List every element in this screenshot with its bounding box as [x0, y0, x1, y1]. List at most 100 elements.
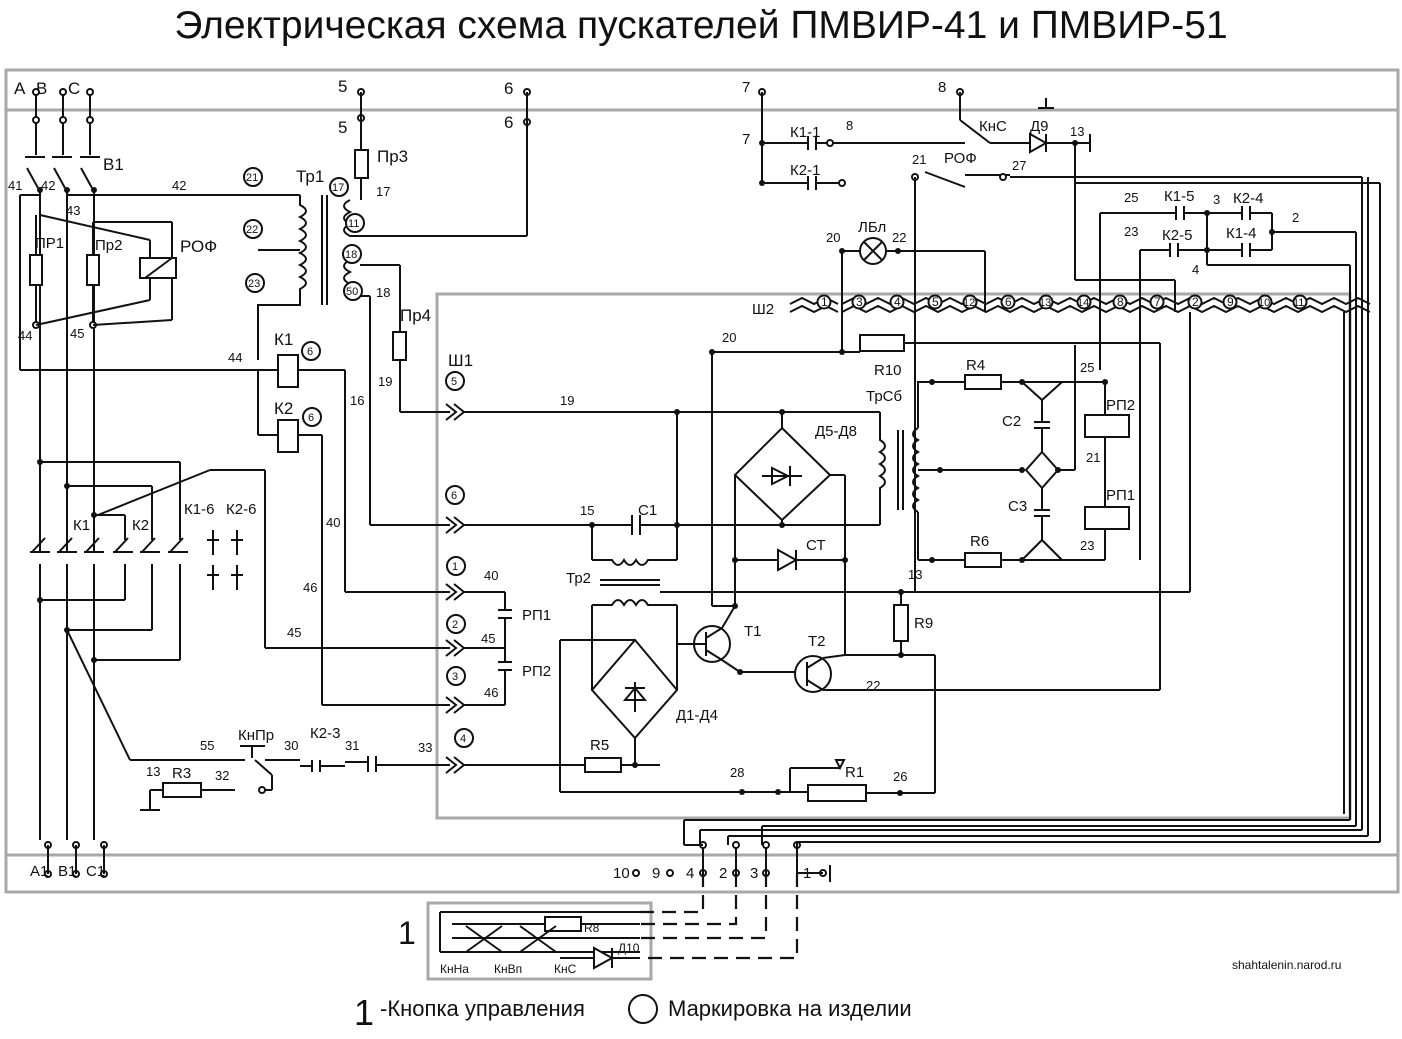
svg-text:23: 23 [1124, 224, 1138, 239]
svg-text:7: 7 [742, 131, 750, 148]
svg-text:К1-4: К1-4 [1226, 225, 1256, 242]
svg-text:Д10: Д10 [618, 941, 640, 955]
svg-text:9: 9 [1227, 295, 1234, 309]
svg-text:A1: A1 [30, 863, 48, 880]
rof-label: РОФ [180, 237, 217, 256]
svg-text:К1: К1 [274, 330, 293, 349]
svg-text:17: 17 [332, 182, 344, 194]
svg-text:К2-1: К2-1 [790, 162, 820, 179]
svg-text:Пр2: Пр2 [95, 237, 122, 254]
svg-text:46: 46 [484, 685, 498, 700]
svg-text:50: 50 [346, 286, 358, 298]
svg-text:40: 40 [326, 515, 340, 530]
svg-text:Т1: Т1 [744, 623, 762, 640]
svg-text:К1-6: К1-6 [184, 501, 214, 518]
svg-text:С1: С1 [638, 502, 657, 519]
svg-text:Пр4: Пр4 [400, 306, 431, 325]
svg-text:23: 23 [1080, 538, 1094, 553]
svg-text:5: 5 [932, 295, 939, 309]
svg-text:6: 6 [1005, 295, 1012, 309]
svg-text:К2: К2 [132, 517, 149, 534]
svg-text:13: 13 [1039, 297, 1051, 309]
svg-text:46: 46 [303, 580, 317, 595]
svg-text:4: 4 [1192, 262, 1199, 277]
svg-text:К2-5: К2-5 [1162, 227, 1192, 244]
svg-text:21: 21 [1086, 450, 1100, 465]
svg-text:ТрСб: ТрСб [866, 388, 902, 405]
svg-text:3: 3 [452, 671, 458, 683]
svg-text:8: 8 [846, 118, 853, 133]
svg-text:Д9: Д9 [1030, 118, 1049, 135]
svg-text:6: 6 [504, 113, 513, 132]
phase-a-label: A [14, 79, 26, 98]
svg-text:КнС: КнС [979, 118, 1007, 135]
svg-text:Д5-Д8: Д5-Д8 [815, 423, 857, 440]
svg-text:C1: C1 [86, 863, 105, 880]
bottom-terminals: 10 9 4 2 3 1 [613, 820, 831, 960]
svg-text:6: 6 [308, 412, 314, 424]
svg-text:4: 4 [686, 865, 694, 882]
svg-text:2: 2 [1192, 295, 1199, 309]
enclosure-frame [4, 68, 1400, 894]
svg-text:19: 19 [378, 374, 392, 389]
button-block-frame [426, 901, 653, 981]
svg-text:30: 30 [284, 738, 298, 753]
svg-text:К2-6: К2-6 [226, 501, 256, 518]
svg-text:R3: R3 [172, 765, 191, 782]
svg-text:26: 26 [893, 769, 907, 784]
svg-text:44: 44 [18, 328, 32, 343]
svg-text:13: 13 [146, 764, 160, 779]
svg-text:R6: R6 [970, 533, 989, 550]
svg-text:КнС: КнС [554, 962, 577, 976]
website-credit: shahtalenin.narod.ru [1232, 958, 1342, 972]
connector-sh1: Ш1 5 6 1 2 3 4 19 40 45 46 РП1 РП2 [445, 351, 880, 774]
svg-text:18: 18 [345, 249, 357, 261]
svg-text:33: 33 [418, 740, 432, 755]
svg-text:2: 2 [452, 619, 458, 631]
svg-text:40: 40 [484, 568, 498, 583]
svg-text:К2-3: К2-3 [310, 725, 340, 742]
svg-text:2: 2 [719, 865, 727, 882]
svg-text:РП2: РП2 [1106, 397, 1135, 414]
svg-text:19: 19 [560, 393, 574, 408]
svg-text:14: 14 [1077, 297, 1089, 309]
svg-text:9: 9 [652, 865, 660, 882]
svg-text:3: 3 [1213, 192, 1220, 207]
svg-text:18: 18 [376, 285, 390, 300]
svg-text:2: 2 [1292, 210, 1299, 225]
svg-text:22: 22 [892, 230, 906, 245]
svg-text:5: 5 [338, 77, 347, 96]
svg-text:РОФ: РОФ [944, 150, 977, 167]
legend-button-number: 1 [354, 992, 375, 1033]
svg-text:К1-1: К1-1 [790, 124, 820, 141]
svg-text:25: 25 [1124, 190, 1138, 205]
svg-text:42: 42 [172, 178, 186, 193]
sh2-pin-marks: 1 3 4 5 12 6 13 14 8 7 2 9 10 11 [816, 294, 1308, 310]
svg-text:1: 1 [452, 561, 458, 573]
svg-text:B1: B1 [58, 863, 76, 880]
svg-text:4: 4 [460, 733, 466, 745]
svg-text:К2-4: К2-4 [1233, 190, 1263, 207]
svg-text:43: 43 [66, 203, 80, 218]
svg-text:1: 1 [398, 915, 416, 951]
svg-text:R10: R10 [874, 362, 902, 379]
svg-text:8: 8 [1117, 295, 1124, 309]
svg-text:45: 45 [70, 326, 84, 341]
svg-text:55: 55 [200, 738, 214, 753]
legend-button-text: -Кнопка управления [380, 996, 585, 1021]
svg-text:К2: К2 [274, 399, 293, 418]
contactor-coils: К1 6 К2 6 40 46 [257, 330, 450, 706]
svg-text:Д1-Д4: Д1-Д4 [676, 707, 718, 724]
svg-text:16: 16 [350, 393, 364, 408]
switch-v1-label: В1 [103, 155, 124, 174]
inner-control: 15 С1 Тр2 Д1-Д4 R5 28 [464, 219, 1371, 802]
svg-text:22: 22 [246, 224, 258, 236]
legend-marking-circle-icon [628, 994, 658, 1024]
svg-text:С3: С3 [1008, 498, 1027, 515]
svg-text:С2: С2 [1002, 413, 1021, 430]
svg-text:R9: R9 [914, 615, 933, 632]
svg-text:13: 13 [1070, 124, 1084, 139]
phase-inputs: A B C В1 41 42 43 42 ПР1 Пр2 [8, 79, 300, 540]
svg-text:45: 45 [287, 625, 301, 640]
svg-text:10: 10 [1258, 297, 1270, 309]
